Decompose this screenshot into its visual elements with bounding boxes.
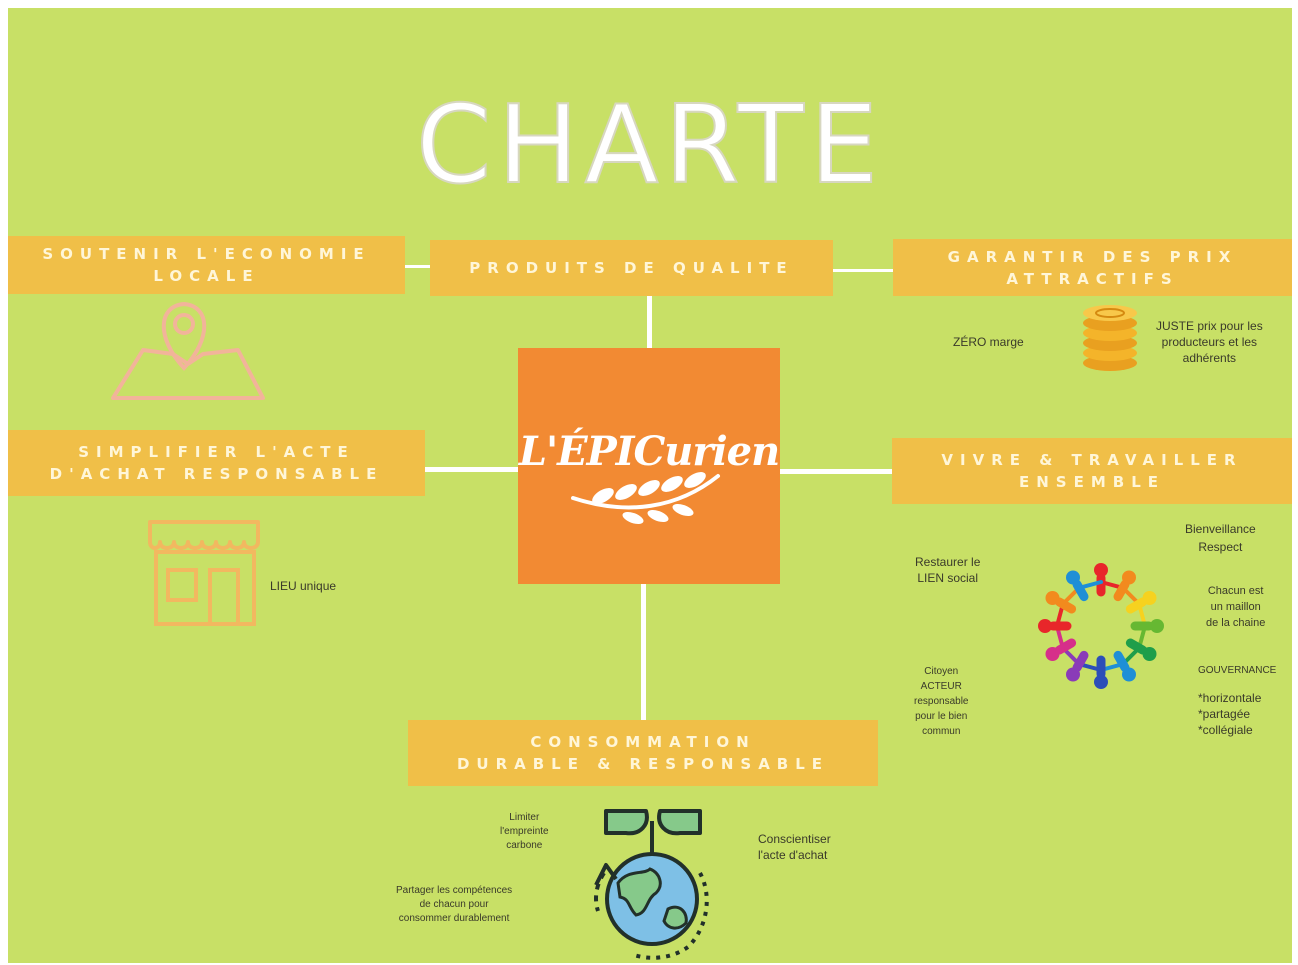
note-gouvernance-items: *horizontale *partagée *collégiale xyxy=(1198,690,1261,738)
banner-vivre-line2: ENSEMBLE xyxy=(1018,473,1165,491)
banner-vivre: VIVRE & TRAVAILLER ENSEMBLE xyxy=(892,438,1292,504)
note-conscientiser: Conscientiser l'acte d'achat xyxy=(758,831,831,863)
map-pin-icon xyxy=(111,301,265,400)
note-citoyen-line3: responsable xyxy=(914,696,969,707)
note-conscientiser-line2: l'acte d'achat xyxy=(758,848,828,862)
note-bienveillance-line2: Respect xyxy=(1198,540,1243,554)
person-head xyxy=(1094,563,1108,577)
person-head xyxy=(1038,619,1052,633)
person-head xyxy=(1150,619,1164,633)
person-head xyxy=(1094,675,1108,689)
logo-text: L'ÉPICurien xyxy=(518,428,780,475)
note-restaurer-line2: LIEN social xyxy=(917,571,979,585)
note-maillon-line1: Chacun est xyxy=(1207,585,1264,597)
note-limiter-line2: l'empreinte xyxy=(500,826,549,837)
note-restaurer-line1: Restaurer le xyxy=(915,555,981,569)
connector-consommation xyxy=(641,584,646,720)
banner-economie-line2: LOCALE xyxy=(153,267,260,285)
banner-qualite: PRODUITS DE QUALITE xyxy=(430,240,833,296)
note-partager-line3: consommer durablement xyxy=(398,913,510,924)
note-zero-marge: ZÉRO marge xyxy=(953,335,1024,349)
banner-prix-line1: GARANTIR DES PRIX xyxy=(947,247,1238,266)
note-juste-prix-line3: adhérents xyxy=(1182,351,1237,365)
note-citoyen-line2: ACTEUR xyxy=(920,681,962,692)
banner-consommation-line2: DURABLE & RESPONSABLE xyxy=(456,755,830,773)
note-restaurer: Restaurer le LIEN social xyxy=(915,554,980,586)
banner-vivre-line1: VIVRE & TRAVAILLER xyxy=(941,451,1243,469)
note-juste-prix: JUSTE prix pour les producteurs et les a… xyxy=(1156,318,1263,366)
note-citoyen-line1: Citoyen xyxy=(924,666,959,677)
earth-plant-icon xyxy=(594,809,709,960)
note-maillon-line2: un maillon xyxy=(1210,601,1261,613)
people-circle-icon xyxy=(1038,563,1164,689)
connector-qualite xyxy=(647,296,652,348)
note-maillon-line3: de la chaine xyxy=(1206,617,1266,629)
note-lieu-unique: LIEU unique xyxy=(270,579,337,593)
note-gouvernance-item3: *collégiale xyxy=(1198,723,1253,737)
shop-icon xyxy=(148,520,260,626)
charter-diagram: CHARTE SOUTENIR L'ECONOMIE LOCALE PRODUI… xyxy=(8,8,1292,963)
wheat-icon xyxy=(571,472,720,525)
note-gouvernance-title: GOUVERNANCE xyxy=(1198,665,1277,676)
note-limiter-line1: Limiter xyxy=(509,812,540,823)
note-juste-prix-line2: producteurs et les xyxy=(1161,335,1258,349)
connector-achat xyxy=(425,467,518,472)
note-citoyen-line4: pour le bien xyxy=(915,711,968,722)
connector-vivre xyxy=(780,469,892,474)
banner-consommation-line1: CONSOMMATION xyxy=(530,733,756,751)
note-bienveillance: Bienveillance Respect xyxy=(1185,520,1256,556)
connector-economie xyxy=(405,265,430,268)
banner-achat: SIMPLIFIER L'ACTE D'ACHAT RESPONSABLE xyxy=(8,430,425,496)
connector-prix xyxy=(833,269,893,272)
banner-economie-line1: SOUTENIR L'ECONOMIE xyxy=(42,245,371,263)
banner-qualite-line1: PRODUITS DE QUALITE xyxy=(469,259,794,277)
page-title: CHARTE xyxy=(415,82,884,209)
banner-economie: SOUTENIR L'ECONOMIE LOCALE xyxy=(8,236,405,294)
note-partager-line1: Partager les compétences xyxy=(396,885,513,896)
note-limiter: Limiter l'empreinte carbone xyxy=(500,811,549,853)
banner-achat-line2: D'ACHAT RESPONSABLE xyxy=(49,465,384,483)
note-citoyen: Citoyen ACTEUR responsable pour le bien … xyxy=(914,664,968,739)
banner-prix-line2: ATTRACTIFS xyxy=(1006,269,1179,288)
note-partager-line2: de chacun pour xyxy=(419,899,489,910)
note-conscientiser-line1: Conscientiser xyxy=(758,832,831,846)
center-logo-box: L'ÉPICurien xyxy=(518,348,780,584)
note-juste-prix-line1: JUSTE prix pour les xyxy=(1156,319,1263,333)
note-partager: Partager les compétences de chacun pour … xyxy=(396,884,512,926)
note-limiter-line3: carbone xyxy=(506,840,543,851)
banner-prix: GARANTIR DES PRIX ATTRACTIFS xyxy=(893,239,1292,296)
banner-achat-line1: SIMPLIFIER L'ACTE xyxy=(78,443,355,461)
note-gouvernance-item1: *horizontale xyxy=(1198,691,1262,705)
banner-consommation: CONSOMMATION DURABLE & RESPONSABLE xyxy=(408,720,878,786)
note-bienveillance-line1: Bienveillance xyxy=(1185,522,1256,536)
note-maillon: Chacun est un maillon de la chaine xyxy=(1206,583,1265,631)
note-gouvernance-item2: *partagée xyxy=(1198,707,1251,721)
note-citoyen-line5: commun xyxy=(922,726,961,737)
coins-icon xyxy=(1083,305,1137,371)
person-arm xyxy=(1077,580,1103,590)
